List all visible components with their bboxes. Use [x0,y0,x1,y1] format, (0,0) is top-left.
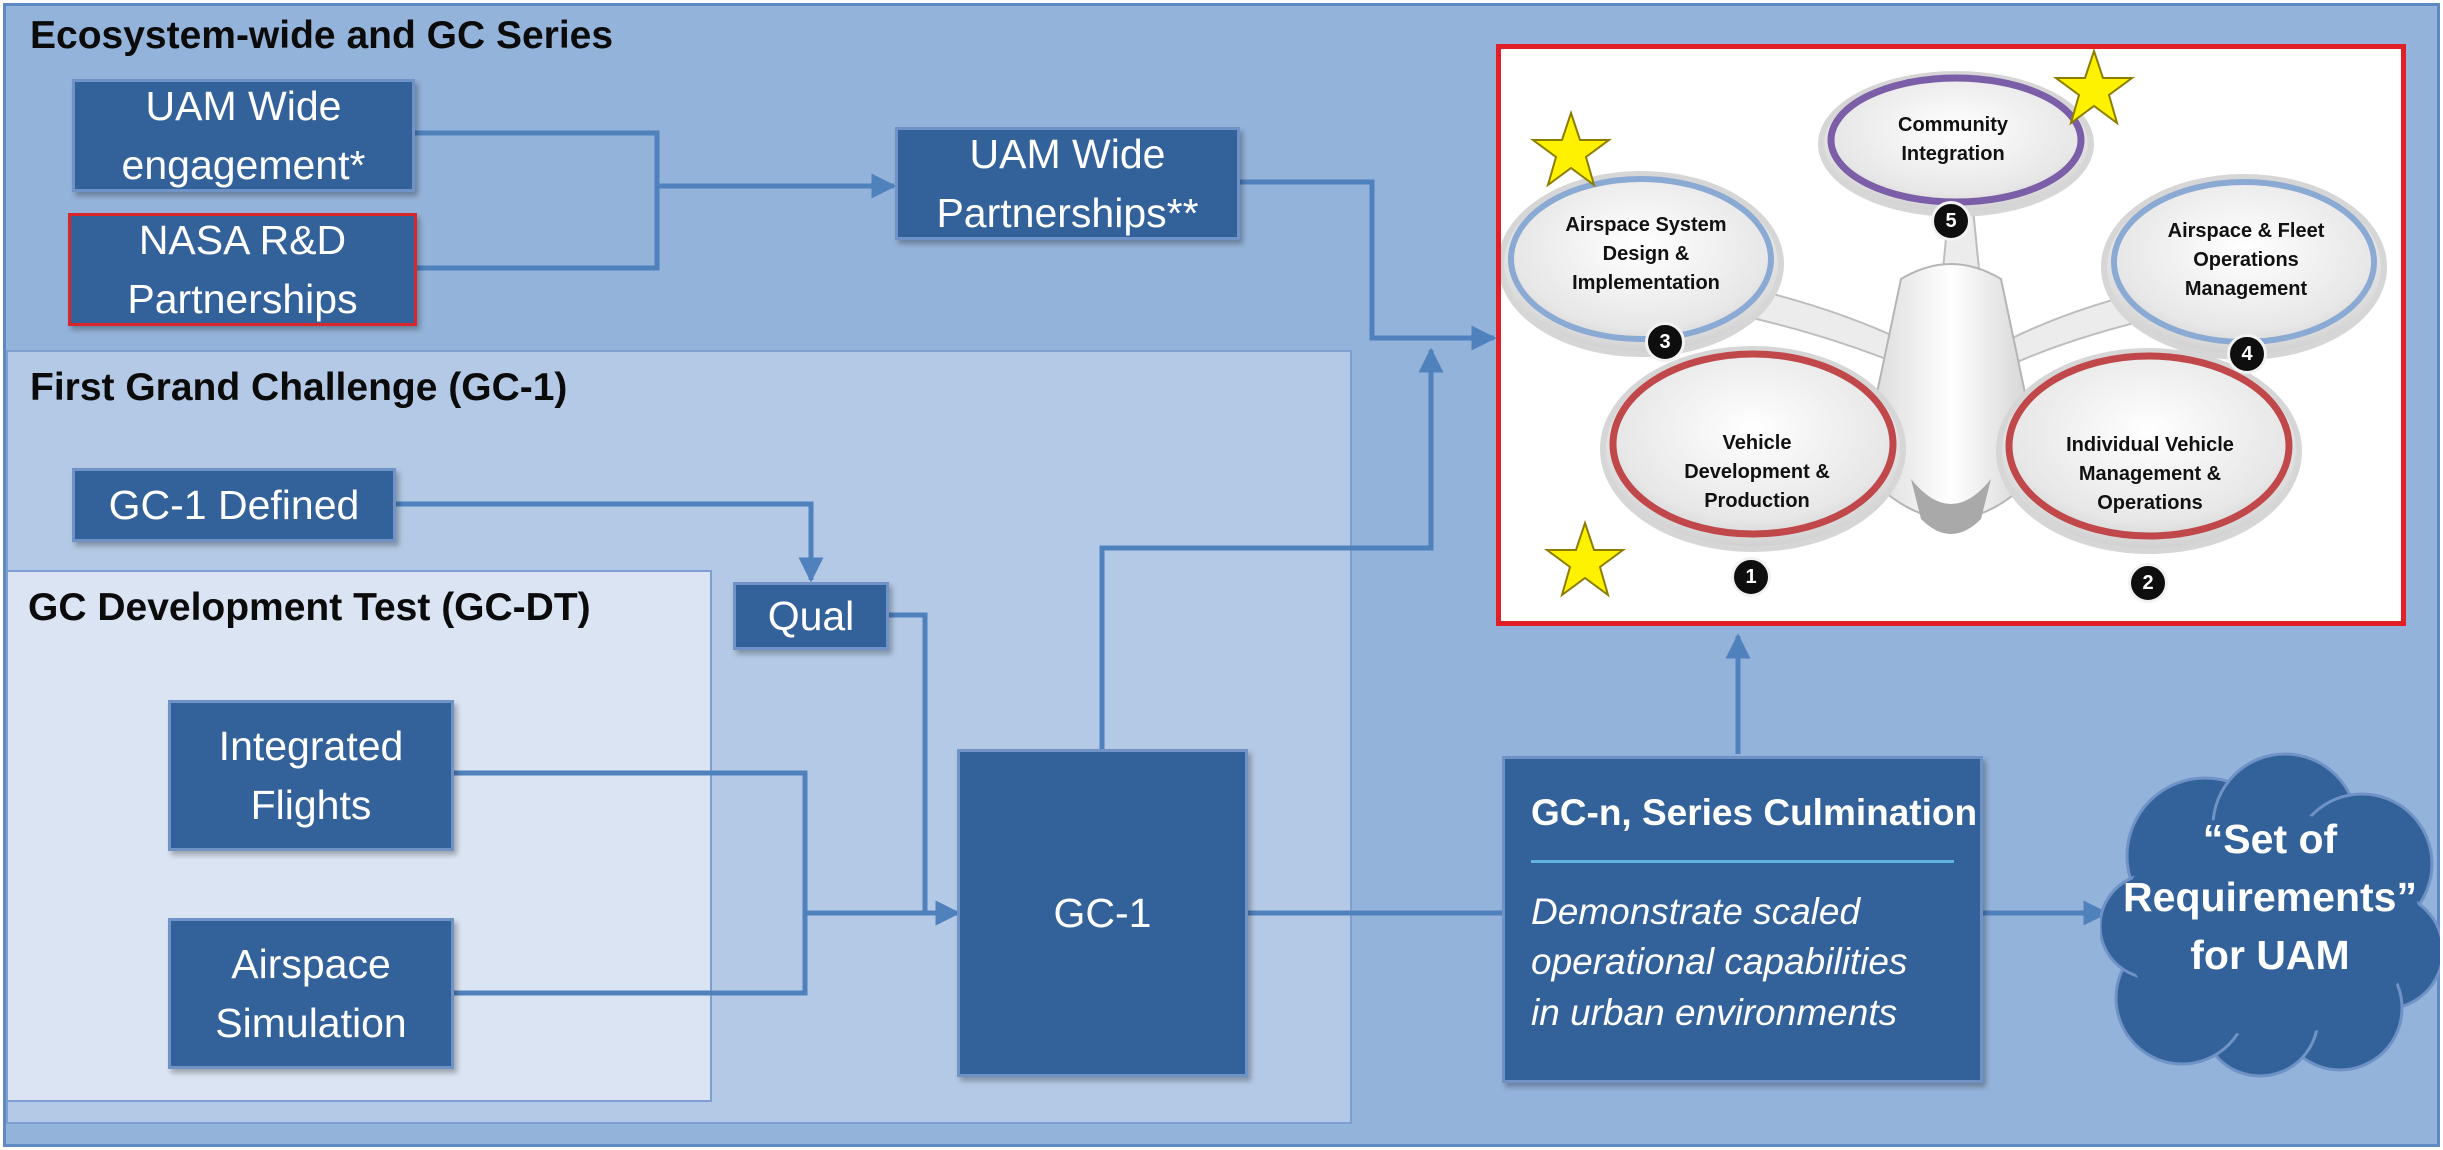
box-line: Partnerships** [936,189,1199,236]
rotor-number-badge-5: 5 [1931,201,1971,241]
rotor-number-badge-4: 4 [2227,334,2267,374]
rotor-number-badge-3: 3 [1645,322,1685,362]
gcdt-section-title: GC Development Test (GC-DT) [28,586,591,629]
rotor-number-badge-2: 2 [2128,563,2168,603]
culmination-line: Demonstrate scaled [1531,890,1861,932]
nasa-rd-partnerships-box: NASA R&D Partnerships [68,213,417,326]
culmination-description: Demonstrate scaled operational capabilit… [1531,887,1954,1039]
vehicle-graphic [1501,49,2387,598]
culmination-line: in urban environments [1531,991,1898,1033]
rotor-label-line: Design & [1602,243,1690,265]
rotor-label-line: Management & [2078,463,2222,485]
rotor-label-individual-vehicle: Individual Vehicle Management & Operatio… [2050,431,2250,518]
vehicle-cockpit [1911,479,1991,534]
cloud-line: “Set of [2202,816,2338,862]
rotor-label-line: Operations [2097,492,2203,514]
gc1-box: GC-1 [957,749,1248,1077]
box-line: UAM Wide [969,131,1166,178]
rotor-number-badge-1: 1 [1731,557,1771,597]
rotor-label-line: Management [2184,278,2308,300]
rotor-label-line: Implementation [1572,272,1720,294]
rotor-label-line: Integration [1901,143,2005,165]
rotor-label-line: Community [1898,114,2008,136]
box-line: Integrated [218,723,404,770]
rotor-label-line: Production [1704,490,1810,512]
series-culmination-box: GC-n, Series Culmination Demonstrate sca… [1502,756,1983,1083]
rotor-label-airspace-fleet: Airspace & Fleet Operations Management [2146,217,2346,304]
rotor-label-line: Operations [2193,249,2299,271]
rotor-label-airspace-system: Airspace System Design & Implementation [1546,211,1746,298]
rotor-label-line: Airspace & Fleet [2167,220,2325,242]
gc1-section-title: First Grand Challenge (GC-1) [30,366,568,409]
rotor-label-vehicle-development: Vehicle Development & Production [1657,429,1857,516]
uam-wide-engagement-box: UAM Wide engagement* [72,79,415,192]
gc1-defined-box: GC-1 Defined [72,468,396,542]
requirements-cloud-icon [2100,752,2440,1078]
box-line: Flights [250,781,372,828]
box-line: Airspace [231,941,391,988]
culmination-divider [1531,859,1954,863]
cloud-line: Requirements” [2123,874,2417,921]
uam-vehicle-illustration: Vehicle Development & Production 1 Indiv… [1496,44,2406,626]
ecosystem-section-title: Ecosystem-wide and GC Series [30,14,614,57]
requirements-cloud-label: “Set of Requirements” for UAM [2110,810,2430,985]
box-line: engagement* [121,141,366,188]
rotor-label-line: Vehicle [1722,432,1792,454]
rotor-label-line: Airspace System [1565,214,1727,236]
box-line: NASA R&D [138,217,347,264]
priority-stars [1529,49,2136,598]
rotor-label-line: Individual Vehicle [2066,434,2234,456]
cloud-line: for UAM [2190,932,2350,979]
box-line: Simulation [215,999,407,1046]
rotor-rings [1501,71,2387,554]
rotor-label-community-integration: Community Integration [1853,111,2053,169]
culmination-title: GC-n, Series Culmination [1531,792,1978,833]
box-line: Partnerships [127,275,358,322]
culmination-line: operational capabilities [1531,941,1908,983]
box-line: UAM Wide [145,83,342,130]
qual-box: Qual [733,582,889,650]
rotor-label-line: Development & [1684,461,1830,483]
